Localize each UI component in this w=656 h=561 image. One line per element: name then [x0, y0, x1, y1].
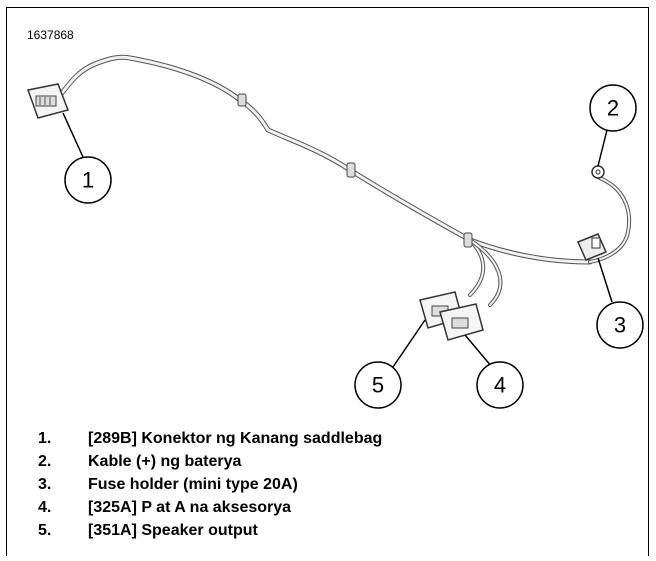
legend-item: 5. [351A] Speaker output [38, 519, 382, 542]
callout-3-label: 3 [614, 313, 626, 338]
callout-2-label: 2 [607, 96, 619, 121]
callout-4-label: 4 [494, 373, 506, 398]
cable-ties [237, 93, 473, 248]
legend-text: [289B] Konektor ng Kanang saddlebag [88, 429, 383, 447]
wiring-harness-diagram: 1 2 3 4 5 [27, 54, 644, 409]
legend-item: 4. [325A] P at A na aksesorya [38, 496, 382, 519]
callout-2: 2 [589, 84, 637, 132]
fuse-holder [576, 233, 608, 261]
legend-text: Kable (+) ng baterya [88, 452, 242, 470]
legend-text: [325A] P at A na aksesorya [88, 498, 292, 516]
legend-number: 4. [38, 498, 52, 516]
callout-1-label: 1 [82, 168, 94, 193]
legend-number: 2. [38, 452, 52, 470]
legend-number: 3. [38, 475, 52, 493]
callout-5: 5 [354, 361, 402, 409]
legend-number: 5. [38, 521, 52, 539]
callout-3: 3 [596, 301, 644, 349]
accessory-connector [439, 303, 484, 341]
figure-frame [6, 7, 649, 556]
legend-list: 1. [289B] Konektor ng Kanang saddlebag 2.… [38, 427, 382, 542]
saddlebag-connector [27, 83, 69, 119]
legend-text: [351A] Speaker output [88, 521, 258, 539]
legend-text: Fuse holder (mini type 20A) [88, 475, 298, 493]
callout-4: 4 [476, 361, 524, 409]
figure-id: 1637868 [27, 28, 74, 42]
legend-number: 1. [38, 429, 52, 447]
callout-1: 1 [64, 156, 112, 204]
callout-5-label: 5 [372, 373, 384, 398]
legend-item: 2. Kable (+) ng baterya [38, 450, 382, 473]
harness-cable [59, 54, 632, 307]
legend-item: 1. [289B] Konektor ng Kanang saddlebag [38, 427, 382, 450]
ring-terminal [591, 165, 605, 179]
leader-lines [62, 112, 613, 368]
legend-item: 3. Fuse holder (mini type 20A) [38, 473, 382, 496]
